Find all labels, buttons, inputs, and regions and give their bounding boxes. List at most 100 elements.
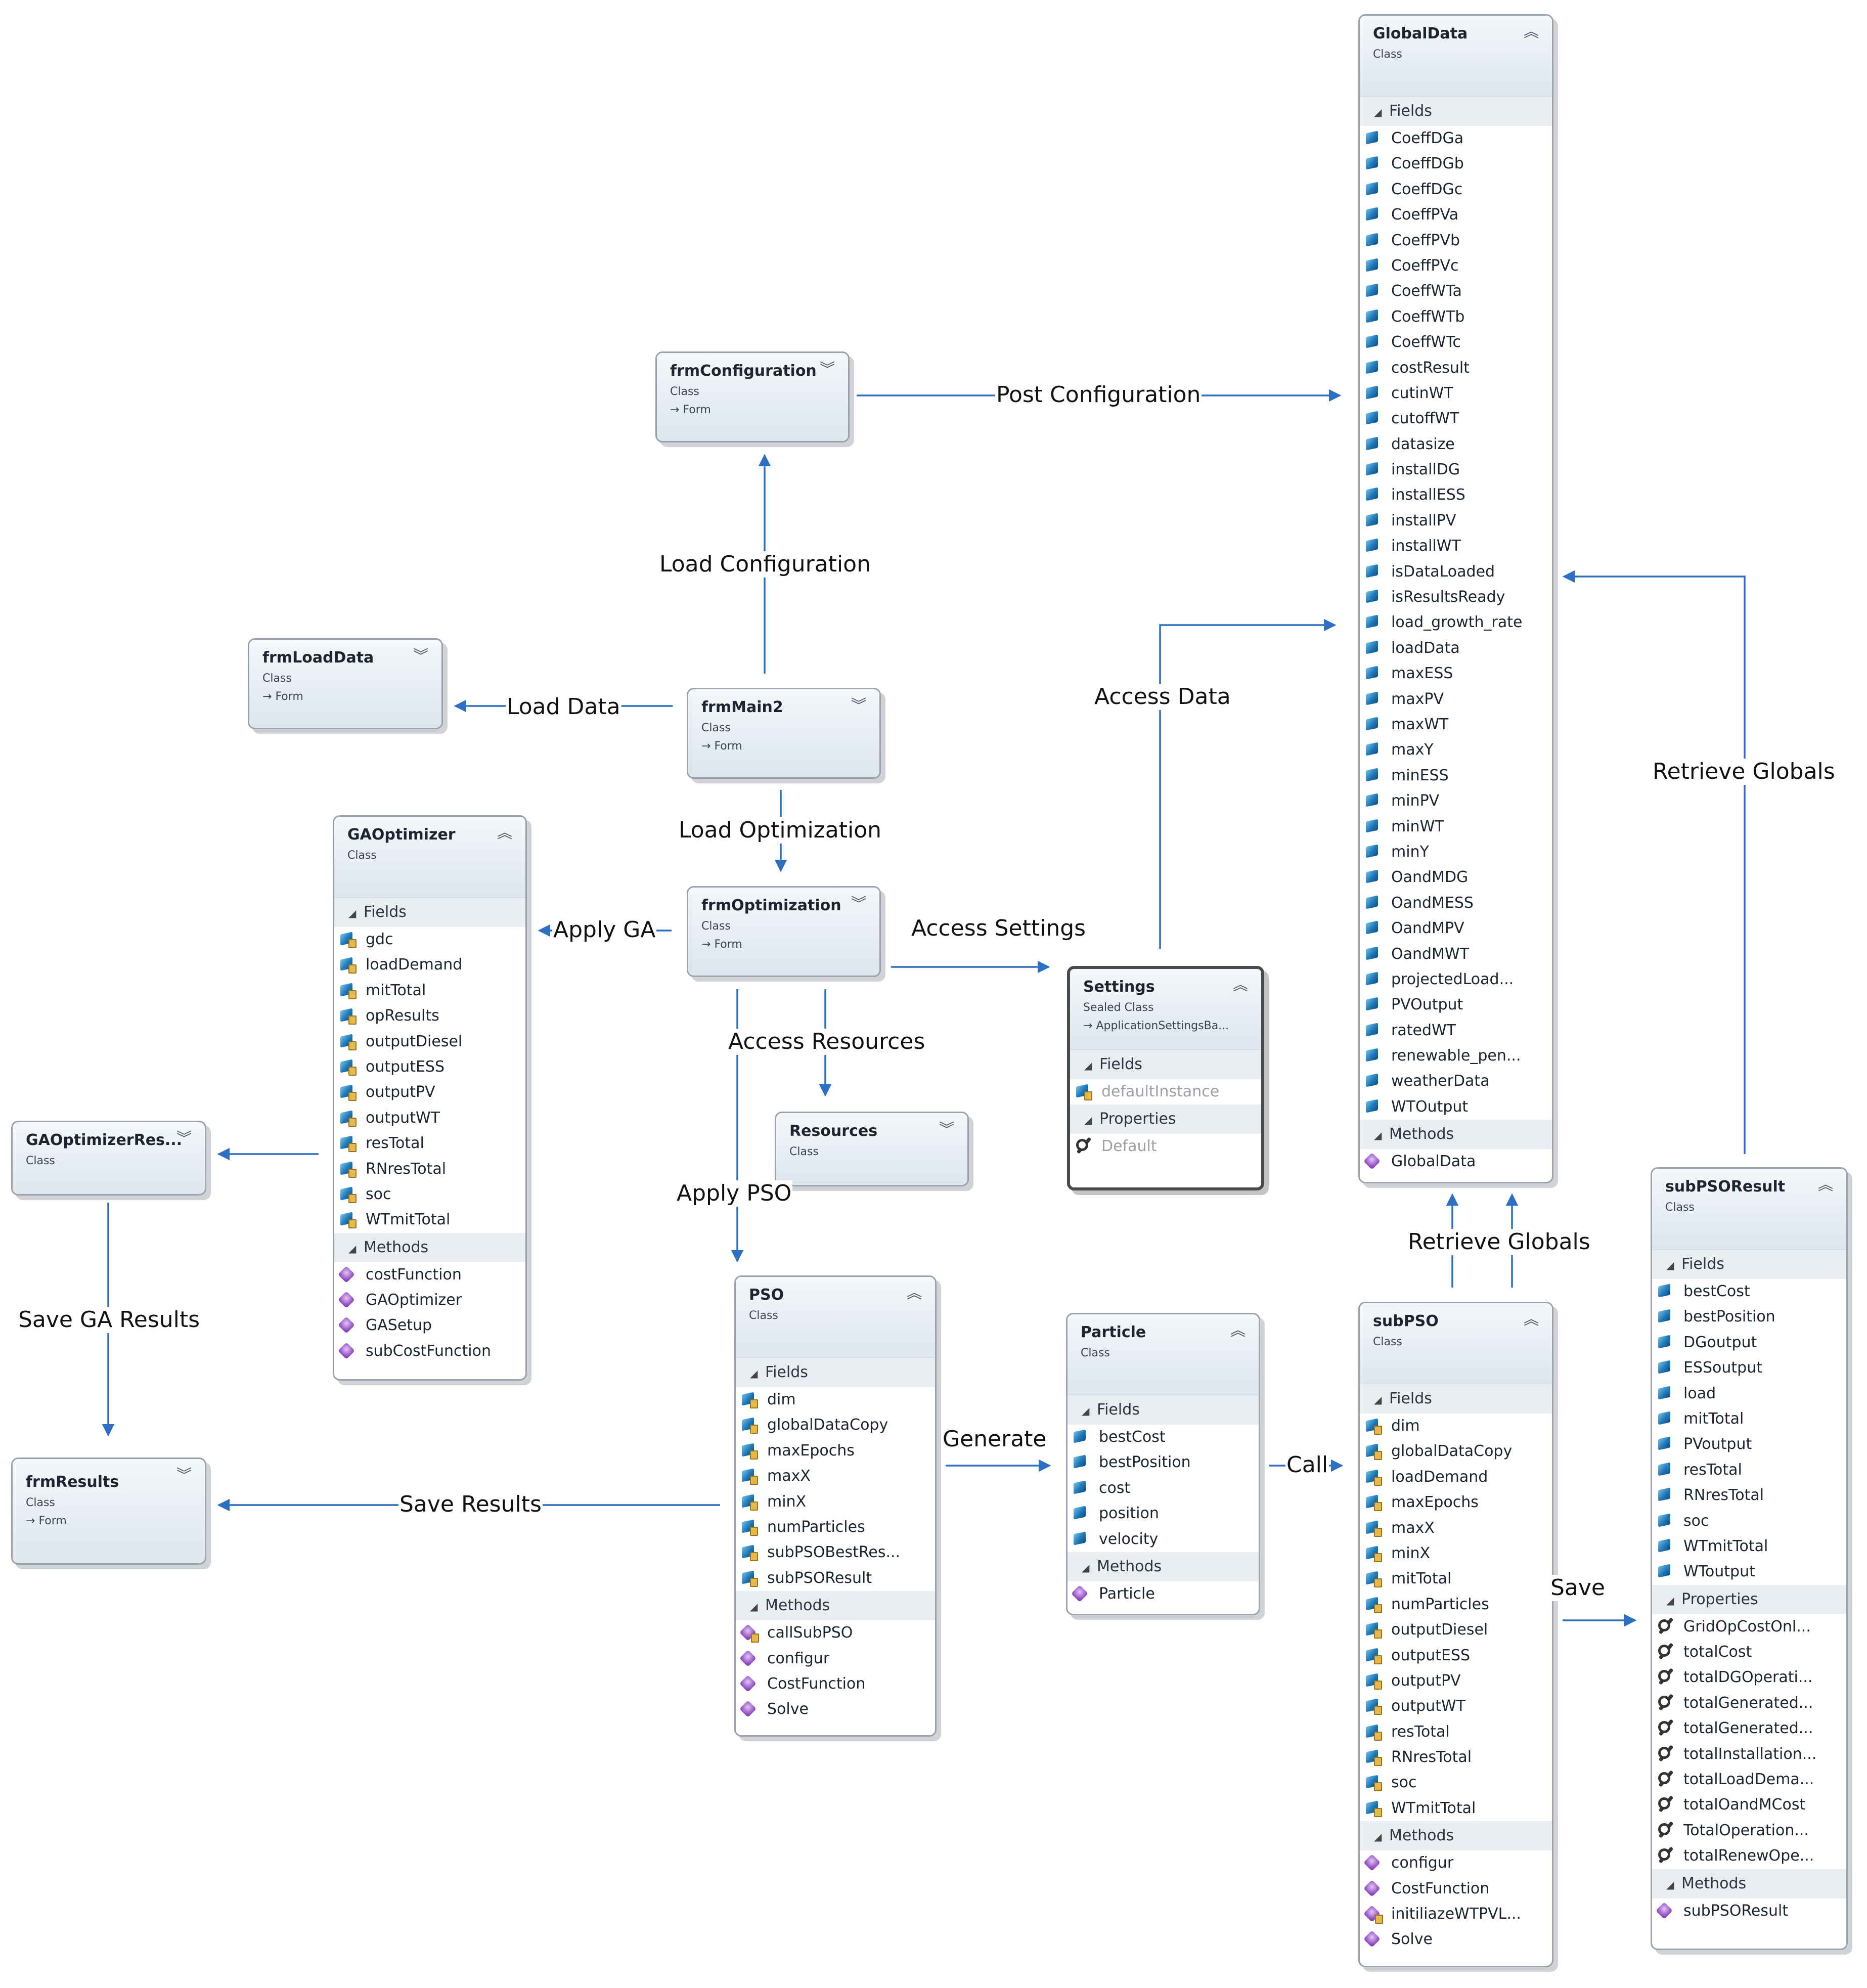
expand-icon[interactable]: ︾ [851,697,866,715]
section-methods[interactable]: ◢Methods [1360,1821,1552,1851]
field-item[interactable]: maxPV [1360,687,1552,712]
section-fields[interactable]: ◢Fields [334,898,525,927]
field-item[interactable]: maxX [736,1464,935,1489]
field-item[interactable]: CoeffPVc [1360,253,1552,279]
field-item[interactable]: resTotal [334,1131,525,1156]
field-item[interactable]: velocity [1068,1527,1259,1552]
field-item[interactable]: CoeffPVb [1360,228,1552,253]
collapse-icon[interactable]: ︽ [1524,23,1539,41]
field-item[interactable]: defaultInstance [1070,1079,1261,1105]
section-properties[interactable]: ◢Properties [1070,1105,1261,1134]
field-item[interactable]: dim [1360,1413,1552,1439]
section-fields[interactable]: ◢Fields [1068,1395,1259,1425]
expand-icon[interactable]: ︾ [176,1130,192,1147]
field-item[interactable]: DGoutput [1652,1330,1846,1355]
field-item[interactable]: mitTotal [1360,1566,1552,1592]
field-item[interactable]: RNresTotal [334,1157,525,1182]
field-item[interactable]: minX [1360,1541,1552,1566]
property-item[interactable]: GridOpCostOnl... [1652,1614,1846,1640]
field-item[interactable]: outputDiesel [1360,1617,1552,1643]
method-item[interactable]: GASetup [334,1313,525,1338]
collapse-icon[interactable]: ︽ [1230,1322,1246,1340]
field-item[interactable]: load [1652,1381,1846,1406]
field-item[interactable]: loadDemand [334,952,525,978]
field-item[interactable]: datasize [1360,432,1552,457]
field-item[interactable]: resTotal [1652,1457,1846,1483]
field-item[interactable]: cutinWT [1360,381,1552,406]
class-frmconfiguration[interactable]: frmConfiguration Class → Form ︾ [655,351,850,443]
field-item[interactable]: OandMESS [1360,891,1552,916]
property-item[interactable]: totalGenerated... [1652,1691,1846,1716]
method-item[interactable]: Solve [1360,1927,1552,1952]
field-item[interactable]: installWT [1360,534,1552,559]
expand-icon[interactable]: ︾ [820,361,835,378]
field-item[interactable]: CoeffWTb [1360,304,1552,330]
method-item[interactable]: initiliazeWTPVL... [1360,1902,1552,1927]
field-item[interactable]: position [1068,1501,1259,1526]
method-item[interactable]: costFunction [334,1262,525,1288]
section-methods[interactable]: ◢Methods [1652,1869,1846,1898]
property-item[interactable]: totalGenerated... [1652,1716,1846,1741]
field-item[interactable]: dim [736,1387,935,1412]
property-item[interactable]: totalDGOperati... [1652,1665,1846,1690]
method-item[interactable]: callSubPSO [736,1620,935,1646]
collapse-icon[interactable]: ︽ [1818,1176,1833,1194]
expand-icon[interactable]: ︾ [413,647,428,665]
property-item[interactable]: totalCost [1652,1640,1846,1665]
field-item[interactable]: load_growth_rate [1360,610,1552,635]
field-item[interactable]: isResultsReady [1360,585,1552,610]
field-item[interactable]: projectedLoad... [1360,967,1552,992]
collapse-icon[interactable]: ︽ [907,1285,922,1302]
field-item[interactable]: CoeffDGb [1360,151,1552,176]
field-item[interactable]: costResult [1360,356,1552,381]
property-item[interactable]: totalOandMCost [1652,1792,1846,1818]
class-gaoptimizerresult[interactable]: GAOptimizerRes... Class ︾ [11,1121,206,1196]
collapse-icon[interactable]: ︽ [497,824,512,842]
method-item[interactable]: GAOptimizer [334,1288,525,1313]
class-frmloaddata[interactable]: frmLoadData Class → Form ︾ [248,638,443,729]
class-settings[interactable]: Settings Sealed Class → ApplicationSetti… [1067,966,1264,1190]
section-fields[interactable]: ◢Fields [1360,97,1552,126]
field-item[interactable]: ratedWT [1360,1018,1552,1043]
field-item[interactable]: maxX [1360,1516,1552,1541]
field-item[interactable]: installESS [1360,482,1552,508]
field-item[interactable]: CoeffPVa [1360,202,1552,228]
field-item[interactable]: maxESS [1360,661,1552,686]
section-fields[interactable]: ◢Fields [736,1358,935,1387]
property-item[interactable]: totalInstallation... [1652,1742,1846,1767]
field-item[interactable]: isDataLoaded [1360,559,1552,585]
field-item[interactable]: ESSoutput [1652,1355,1846,1381]
field-item[interactable]: outputWT [1360,1694,1552,1719]
method-item[interactable]: GlobalData [1360,1149,1552,1174]
section-methods[interactable]: ◢Methods [1068,1552,1259,1581]
section-methods[interactable]: ◢Methods [736,1591,935,1621]
property-item[interactable]: totalRenewOpe... [1652,1843,1846,1869]
field-item[interactable]: maxY [1360,737,1552,763]
field-item[interactable]: minPV [1360,788,1552,814]
section-fields[interactable]: ◢Fields [1652,1250,1846,1279]
field-item[interactable]: OandMPV [1360,916,1552,941]
field-item[interactable]: CoeffDGa [1360,126,1552,151]
field-item[interactable]: mitTotal [1652,1406,1846,1432]
field-item[interactable]: outputPV [334,1080,525,1105]
field-item[interactable]: mitTotal [334,978,525,1003]
field-item[interactable]: installDG [1360,457,1552,482]
field-item[interactable]: bestPosition [1068,1450,1259,1475]
field-item[interactable]: WToutput [1652,1559,1846,1584]
expand-icon[interactable]: ︾ [939,1121,954,1138]
field-item[interactable]: soc [1652,1509,1846,1534]
field-item[interactable]: PVoutput [1652,1432,1846,1457]
field-item[interactable]: CoeffDGc [1360,177,1552,202]
method-item[interactable]: Solve [736,1697,935,1722]
field-item[interactable]: outputESS [334,1054,525,1080]
field-item[interactable]: globalDataCopy [736,1412,935,1438]
property-item[interactable]: totalLoadDema... [1652,1767,1846,1792]
field-item[interactable]: CoeffWTa [1360,279,1552,304]
field-item[interactable]: minWT [1360,814,1552,840]
field-item[interactable]: minX [736,1489,935,1515]
field-item[interactable]: opResults [334,1003,525,1029]
field-item[interactable]: maxEpochs [736,1438,935,1464]
field-item[interactable]: resTotal [1360,1719,1552,1745]
